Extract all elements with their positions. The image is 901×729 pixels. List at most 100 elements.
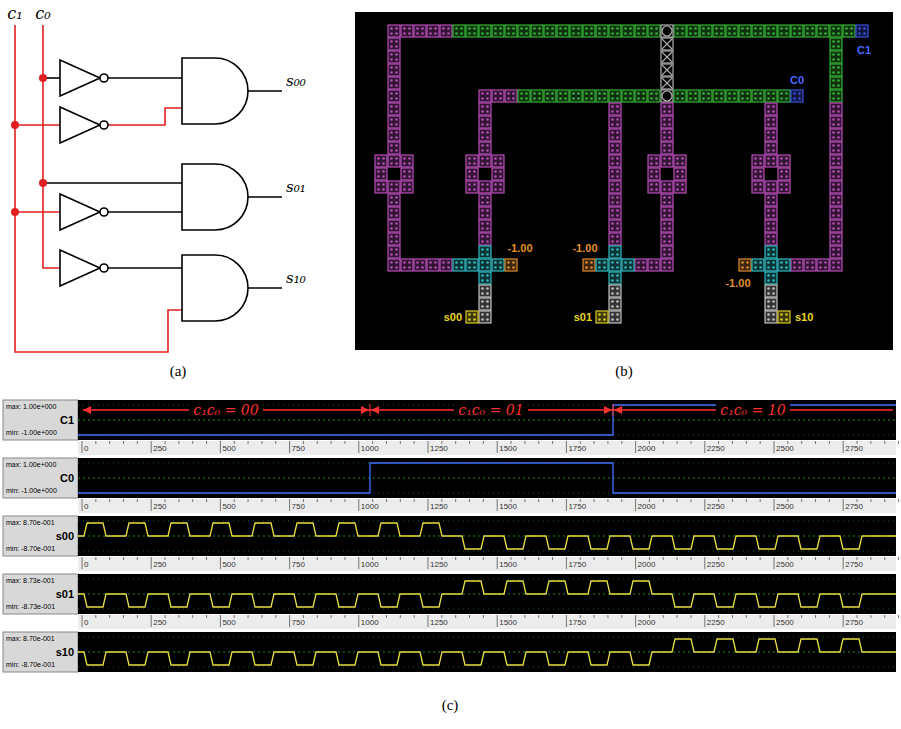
qca-cell [388,38,400,50]
quantum-dot [707,27,710,30]
quantum-dot [616,209,619,212]
quantum-dot [767,261,770,264]
qca-cell [609,116,621,128]
quantum-dot [611,175,614,178]
quantum-dot [494,92,497,95]
quantum-dot [616,214,619,217]
qca-cell [739,259,751,271]
qca-cell [388,142,400,154]
qca-cell [765,142,777,154]
plot-area [78,516,896,556]
qca-cell [765,194,777,206]
qca-cell [830,25,842,37]
quantum-dot [741,27,744,30]
quantum-dot [499,175,502,178]
quantum-dot [663,144,666,147]
quantum-dot [390,209,393,212]
quantum-dot [395,201,398,204]
quantum-dot [611,222,614,225]
quantum-dot [850,27,853,30]
quantum-dot [772,188,775,191]
qca-cell [609,194,621,206]
quantum-dot [832,170,835,173]
quantum-dot [676,183,679,186]
quantum-dot [663,131,666,134]
quantum-dot [832,131,835,134]
signal-name: s00 [56,530,74,543]
quantum-dot [603,92,606,95]
quantum-dot [486,313,489,316]
quantum-dot [390,58,393,61]
qca-cell [388,233,400,245]
qca-cell [687,25,699,37]
quantum-dot [663,253,666,256]
qca-cell [830,77,842,89]
quantum-dot [481,318,484,321]
tick-label: 1750 [568,618,586,627]
quantum-dot [668,131,671,134]
quantum-dot [663,248,666,251]
qca-cell [505,259,517,271]
quantum-dot [494,162,497,165]
fixed-polarization: -1.00 [507,242,532,255]
qca-cell [635,259,647,271]
quantum-dot [780,162,783,165]
qca-cell [661,220,673,232]
quantum-dot [390,183,393,186]
quantum-dot [408,170,411,173]
quantum-dot [585,266,588,269]
quantum-dot [616,175,619,178]
quantum-dot [837,131,840,134]
tick-label: 1250 [430,502,448,511]
plot-area [78,632,896,672]
quantum-dot [533,32,536,35]
quantum-dot [499,97,502,100]
qca-cell [466,259,478,271]
quantum-dot [668,222,671,225]
quantum-dot [694,27,697,30]
time-ruler [78,557,896,571]
qca-cell [778,90,790,102]
quantum-dot [772,201,775,204]
wire [43,182,182,184]
qca-cell [739,90,751,102]
quantum-dot [481,235,484,238]
quantum-dot [559,27,562,30]
quantum-dot [611,162,614,165]
quantum-dot [499,27,502,30]
quantum-dot [598,261,601,264]
qca-cell [414,25,426,37]
quantum-dot [733,32,736,35]
quantum-dot [395,209,398,212]
qca-cell [544,25,556,37]
qca-cell [453,25,465,37]
quantum-dot [837,58,840,61]
quantum-dot [564,32,567,35]
quantum-dot [707,92,710,95]
quantum-dot [473,27,476,30]
qca-cell [830,181,842,193]
quantum-dot [767,318,770,321]
quantum-dot [759,157,762,160]
quantum-dot [759,175,762,178]
quantum-dot [403,188,406,191]
signal-label-panel [3,574,78,614]
quantum-dot [754,183,757,186]
qca-cell [778,168,790,180]
quantum-dot [585,27,588,30]
quantum-dot [785,32,788,35]
quantum-dot [486,235,489,238]
quantum-dot [629,32,632,35]
quantum-dot [837,53,840,56]
quantum-dot [676,97,679,100]
quantum-dot [837,40,840,43]
quantum-dot [546,97,549,100]
quantum-dot [481,279,484,282]
qca-cell [765,116,777,128]
quantum-dot [668,227,671,230]
quantum-dot [663,188,666,191]
quantum-dot [494,183,497,186]
quantum-dot [663,201,666,204]
quantum-dot [598,266,601,269]
